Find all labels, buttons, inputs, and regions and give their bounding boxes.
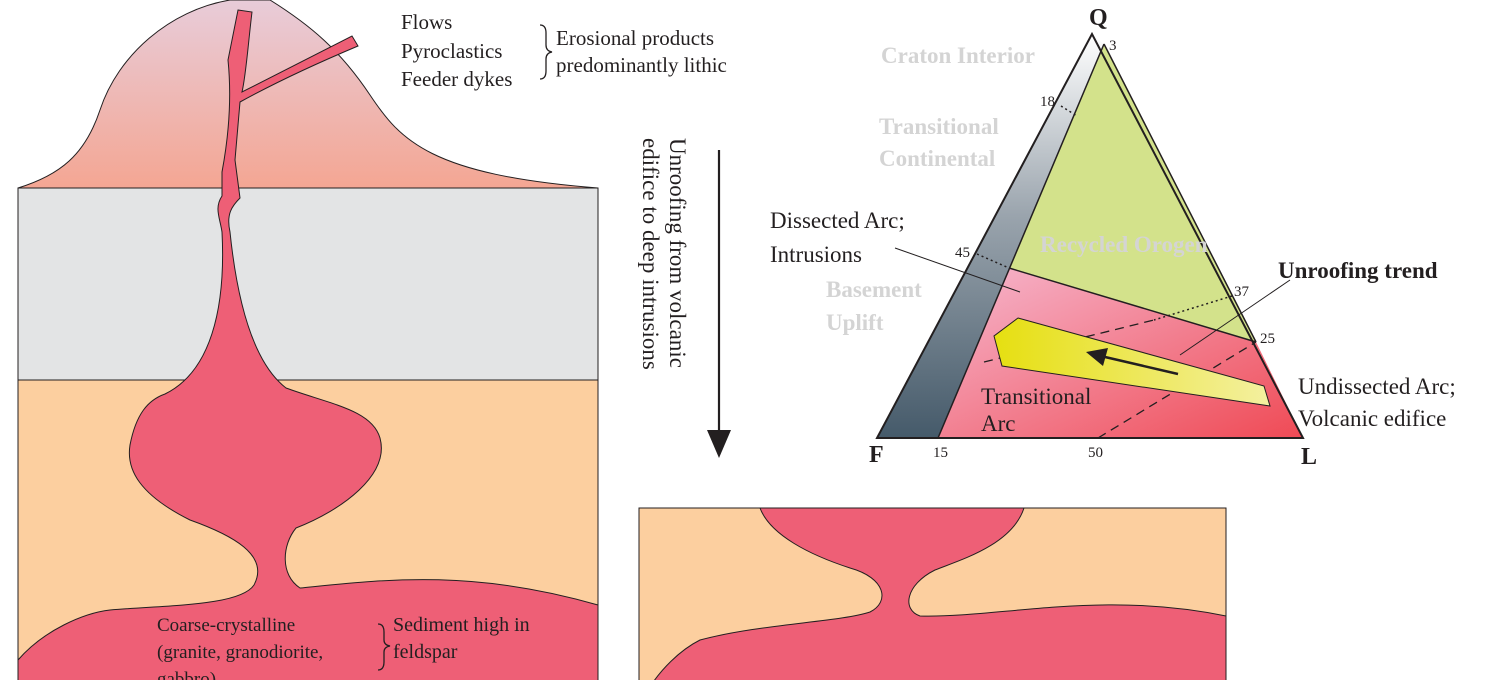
tick-q45: 45 [955, 245, 970, 261]
tick-l25: 25 [1260, 331, 1275, 347]
volcano-labels: Flows Pyroclastics Feeder dykes Erosiona… [401, 10, 727, 91]
tick-q18: 18 [1040, 94, 1055, 110]
field-basement-uplift-1: Basement [826, 277, 922, 302]
field-craton-interior: Craton Interior [881, 43, 1035, 68]
field-transitional-arc-2: Arc [981, 411, 1015, 436]
leader-unroofing-trend [1179, 279, 1291, 356]
label-erosional-products: Erosional products [556, 26, 714, 50]
label-predominantly-lithic: predominantly lithic [556, 53, 727, 77]
label-gabbro: gabbro) [157, 669, 216, 680]
label-feeder-dykes: Feeder dykes [401, 67, 512, 91]
label-coarse-crystalline: Coarse-crystalline [157, 615, 295, 636]
tick-q3: 3 [1109, 38, 1117, 54]
apex-l: L [1301, 444, 1317, 470]
tick-f50: 50 [1088, 445, 1103, 461]
leader-dissected-arc [894, 247, 1021, 293]
volcano-brace [539, 24, 553, 80]
exposed-intrusion [654, 507, 1227, 680]
field-transitional-continental-1: Transitional [879, 114, 999, 139]
field-recycled-orogen-fill [1009, 44, 1256, 342]
callout-undissected-arc-2: Volcanic edifice [1298, 406, 1446, 431]
field-recycled-orogen: Recycled Orogen [1040, 232, 1208, 257]
label-feldspar: feldspar [393, 641, 458, 663]
dotted-l37 [1153, 295, 1233, 321]
intrusion-brace [377, 623, 391, 671]
callout-dissected-arc-2: Intrusions [770, 242, 862, 267]
unroofing-arrow: Unroofing from volcanic edifice to deep … [638, 138, 731, 458]
label-sediment-high-in: Sediment high in [393, 614, 530, 636]
callout-unroofing-trend: Unroofing trend [1278, 258, 1438, 283]
dotted-q18 [1060, 105, 1078, 117]
arrow-label-line2: edifice to deep intrusions [638, 138, 663, 370]
unroofing-trend-field [993, 317, 1271, 407]
boundary-45-25 [1008, 267, 1257, 343]
cross-section-right [638, 507, 1227, 680]
field-transitional-continental-2: Continental [879, 146, 995, 171]
label-granite-granodiorite: (granite, granodiorite, [157, 642, 323, 663]
field-transitional-arc-1: Transitional [981, 384, 1091, 409]
callout-dissected-arc-1: Dissected Arc; [770, 208, 905, 233]
ternary-outline [875, 31, 1305, 439]
tick-f15: 15 [933, 445, 948, 461]
callout-undissected-arc-1: Undissected Arc; [1298, 374, 1456, 399]
dotted-q45 [976, 253, 1010, 269]
apex-f: F [869, 442, 884, 468]
label-flows: Flows [401, 10, 452, 34]
unroofing-arrow-head [707, 430, 731, 458]
cross-section-left [17, 0, 599, 680]
boundary-q3-l25 [1103, 43, 1257, 343]
qfl-ternary: Q F L 3 18 45 37 25 15 50 Craton Interio… [770, 5, 1456, 470]
arrow-label-line1: Unroofing from volcanic [665, 138, 690, 368]
label-pyroclastics: Pyroclastics [401, 39, 502, 63]
volcano-edifice [17, 0, 599, 189]
grey-stratum [17, 187, 599, 381]
tick-l37: 37 [1234, 284, 1250, 300]
intrusion-labels: Coarse-crystalline (granite, granodiorit… [157, 614, 530, 680]
field-basement-fill [877, 34, 1104, 438]
magma-conduit [17, 9, 599, 680]
unroofing-trend-arrow-head [1086, 348, 1108, 366]
apex-q: Q [1089, 5, 1108, 31]
boundary-q3-f15 [937, 43, 1105, 439]
field-basement-uplift-2: Uplift [826, 310, 884, 335]
unroofing-trend-arrow-shaft [1104, 355, 1179, 376]
